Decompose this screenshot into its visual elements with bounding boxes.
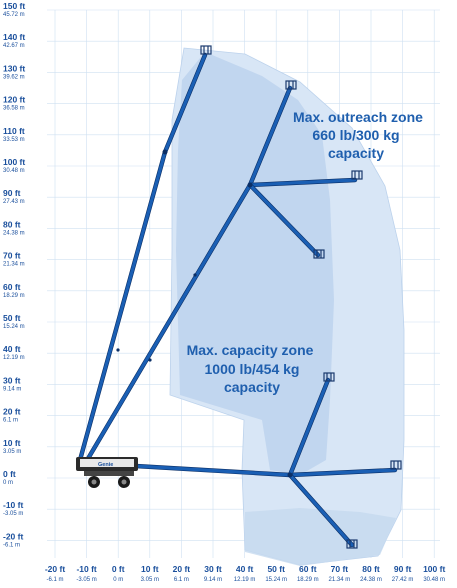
- y-tick-m: 6.1 m: [3, 418, 18, 424]
- platform-icon: [200, 45, 212, 55]
- platform-icon: [285, 80, 297, 90]
- y-tick-ft: 120 ft: [3, 95, 25, 105]
- y-tick-m: 18.29 m: [3, 293, 25, 299]
- platform-icon: [346, 539, 358, 549]
- x-tick-m: -6.1 m: [46, 577, 63, 583]
- y-tick-ft: 30 ft: [3, 375, 21, 385]
- y-tick-ft: 0 ft: [3, 469, 16, 479]
- y-tick-m: 27.43 m: [3, 199, 25, 205]
- y-tick-ft: 100 ft: [3, 157, 25, 167]
- lower-zone-band: [245, 508, 396, 566]
- y-tick-ft: 70 ft: [3, 251, 21, 261]
- y-tick-m: 36.58 m: [3, 106, 25, 112]
- y-tick-ft: 80 ft: [3, 219, 21, 229]
- capacity-zone-line3: capacity: [224, 379, 280, 395]
- y-tick-m: 9.14 m: [3, 386, 21, 392]
- x-tick-ft: 40 ft: [236, 564, 254, 574]
- brand-label: Genie: [98, 462, 113, 468]
- y-tick-ft: 60 ft: [3, 282, 21, 292]
- x-tick-ft: 0 ft: [112, 564, 125, 574]
- platform-icon: [313, 249, 325, 259]
- y-tick-ft: 10 ft: [3, 438, 21, 448]
- x-tick-m: 27.42 m: [392, 577, 414, 583]
- y-tick-ft: 140 ft: [3, 32, 25, 42]
- platform-icon: [323, 372, 335, 382]
- y-tick-m: 45.72 m: [3, 12, 25, 18]
- y-tick-m: 0 m: [3, 480, 13, 486]
- capacity-zone-line1: Max. capacity zone: [187, 342, 314, 358]
- y-tick-m: 39.62 m: [3, 74, 25, 80]
- x-tick-ft: 10 ft: [141, 564, 159, 574]
- y-tick-m: 24.38 m: [3, 230, 25, 236]
- outreach-zone-line3: capacity: [328, 145, 384, 161]
- x-tick-ft: -10 ft: [76, 564, 96, 574]
- x-tick-ft: 70 ft: [331, 564, 349, 574]
- x-tick-m: 30.48 m: [423, 577, 445, 583]
- boom-positions: [77, 52, 398, 548]
- y-tick-ft: 110 ft: [3, 126, 25, 136]
- outreach-zone-line1: Max. outreach zone: [293, 109, 423, 125]
- y-tick-m: 15.24 m: [3, 324, 25, 330]
- max-capacity-zone: [176, 52, 334, 475]
- machine-chassis-icon: Genie: [76, 457, 138, 488]
- x-tick-ft: 50 ft: [267, 564, 285, 574]
- y-tick-m: 21.34 m: [3, 262, 25, 268]
- y-tick-m: 30.48 m: [3, 168, 25, 174]
- y-tick-ft: -10 ft: [3, 500, 23, 510]
- x-tick-ft: 60 ft: [299, 564, 317, 574]
- capacity-zone-label: Max. capacity zone 1000 lb/454 kg capaci…: [187, 342, 314, 395]
- x-tick-m: 0 m: [113, 577, 123, 583]
- y-tick-m: -6.1 m: [3, 542, 20, 548]
- y-tick-m: 12.19 m: [3, 355, 25, 361]
- x-tick-m: 15.24 m: [265, 577, 287, 583]
- x-tick-m: 3.05 m: [141, 577, 159, 583]
- capacity-zone-line2: 1000 lb/454 kg: [205, 361, 300, 377]
- platform-icon: [351, 170, 363, 180]
- outreach-zone-label: Max. outreach zone 660 lb/300 kg capacit…: [293, 109, 423, 161]
- x-tick-ft: 30 ft: [204, 564, 222, 574]
- y-tick-ft: -20 ft: [3, 531, 23, 541]
- y-tick-m: -3.05 m: [3, 511, 23, 517]
- x-tick-ft: 90 ft: [394, 564, 412, 574]
- y-tick-ft: 20 ft: [3, 407, 21, 417]
- y-tick-m: 42.67 m: [3, 43, 25, 49]
- x-tick-m: -3.05 m: [76, 577, 96, 583]
- x-tick-ft: 80 ft: [362, 564, 380, 574]
- y-tick-ft: 130 ft: [3, 63, 25, 73]
- y-tick-ft: 150 ft: [3, 1, 25, 11]
- x-tick-m: 24.38 m: [360, 577, 382, 583]
- x-tick-m: 9.14 m: [204, 577, 222, 583]
- platform-icon: [390, 460, 402, 470]
- x-tick-ft: 100 ft: [423, 564, 445, 574]
- y-tick-ft: 50 ft: [3, 313, 21, 323]
- y-tick-ft: 40 ft: [3, 344, 21, 354]
- x-tick-m: 21.34 m: [329, 577, 351, 583]
- y-tick-m: 33.53 m: [3, 137, 25, 143]
- x-axis-labels: -20 ft -6.1 m -10 ft -3.05 m 0 ft 0 m 10 ft 3.0…: [45, 564, 446, 583]
- y-tick-ft: 90 ft: [3, 188, 21, 198]
- x-tick-m: 6.1 m: [174, 577, 189, 583]
- y-tick-m: 3.05 m: [3, 449, 21, 455]
- x-tick-ft: 20 ft: [173, 564, 191, 574]
- outreach-zone-line2: 660 lb/300 kg: [312, 127, 399, 143]
- platform-baskets: [200, 45, 402, 549]
- x-tick-m: 12.19 m: [234, 577, 256, 583]
- x-tick-ft: -20 ft: [45, 564, 65, 574]
- x-tick-m: 18.29 m: [297, 577, 319, 583]
